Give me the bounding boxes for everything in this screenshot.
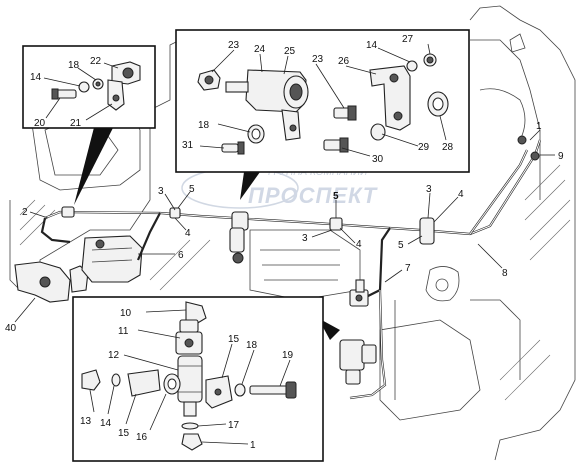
inset-top-label-23b: 23	[312, 54, 324, 65]
inset-top-label-14: 14	[366, 40, 378, 51]
inset-top-label-29: 29	[418, 142, 430, 153]
callout-8: 8	[502, 268, 508, 279]
inset-valve-detail: 23 24 25 23 26 14 27 18 31 30 29 28	[175, 29, 470, 200]
inset-top-label-31: 31	[182, 140, 194, 151]
watermark-line2: ПРОСПЕКТ	[248, 183, 378, 208]
inset-top-label-25: 25	[284, 46, 296, 57]
inset-small-label-21: 21	[70, 118, 82, 129]
callout-5-mid: 5	[333, 191, 339, 202]
inset-small-label-22: 22	[90, 56, 102, 67]
inset-top-label-23a: 23	[228, 40, 240, 51]
inset-bottom-label-15a: 15	[228, 334, 240, 345]
engine-block-outline	[9, 5, 576, 461]
inset-bottom-label-15b: 15	[118, 428, 130, 439]
inset-bottom-label-11: 11	[118, 326, 129, 337]
callout-5-right: 5	[398, 240, 404, 251]
main-callouts: 1 9 2 3 5 4 6 5 3 4 3 4 5 7 8 40	[5, 121, 564, 334]
main-leader-lines	[14, 129, 555, 323]
inset-top-label-30: 30	[372, 154, 384, 165]
inset-pointer	[74, 112, 118, 205]
inset-bottom-label-16: 16	[136, 432, 148, 443]
inset-pointer	[240, 172, 260, 200]
inset-small-label-14: 14	[30, 72, 42, 83]
callout-2: 2	[22, 207, 28, 218]
inset-top-label-27: 27	[402, 34, 414, 45]
inset-bottom-label-19: 19	[282, 350, 294, 361]
callout-4-right: 4	[458, 189, 464, 200]
inset-bottom-label-17: 17	[228, 420, 240, 431]
inset-top-label-18: 18	[198, 120, 210, 131]
callout-1-top: 1	[536, 121, 542, 132]
inset-bracket-detail: 22 18 14 20 21	[22, 45, 156, 205]
callout-5-left: 5	[189, 184, 195, 195]
inset-top-label-24: 24	[254, 44, 266, 55]
callout-40: 40	[5, 323, 17, 334]
inset-bottom-label-13: 13	[80, 416, 92, 427]
injector-pump-fitting	[318, 318, 377, 385]
fuel-pipes	[40, 139, 542, 400]
inset-bottom-label-1: 1	[250, 440, 256, 451]
inset-bottom-label-18: 18	[246, 340, 258, 351]
inset-bottom-label-10: 10	[120, 308, 132, 319]
pipe-clamps	[61, 135, 540, 264]
callout-4-left: 4	[185, 228, 191, 239]
callout-7: 7	[405, 263, 411, 274]
inset-top-label-26: 26	[338, 56, 350, 67]
inset-top-label-28: 28	[442, 142, 454, 153]
inset-small-label-20: 20	[34, 118, 46, 129]
callout-3-right: 3	[426, 184, 432, 195]
callout-6: 6	[178, 250, 184, 261]
inset-small-label-18: 18	[68, 60, 80, 71]
callout-4-mid: 4	[356, 239, 362, 250]
callout-3-mid: 3	[302, 233, 308, 244]
pipe-union-fitting	[349, 279, 369, 307]
callout-9: 9	[558, 151, 564, 162]
callout-3-left: 3	[158, 186, 164, 197]
inset-bottom-label-14: 14	[100, 418, 112, 429]
inset-bottom-label-12: 12	[108, 350, 120, 361]
inset-filter-detail: 10 11 12 15 18 19 13 14 15 16 17 1	[72, 296, 324, 462]
mounting-bracket	[14, 261, 89, 303]
fuel-filter-housing	[81, 235, 143, 283]
